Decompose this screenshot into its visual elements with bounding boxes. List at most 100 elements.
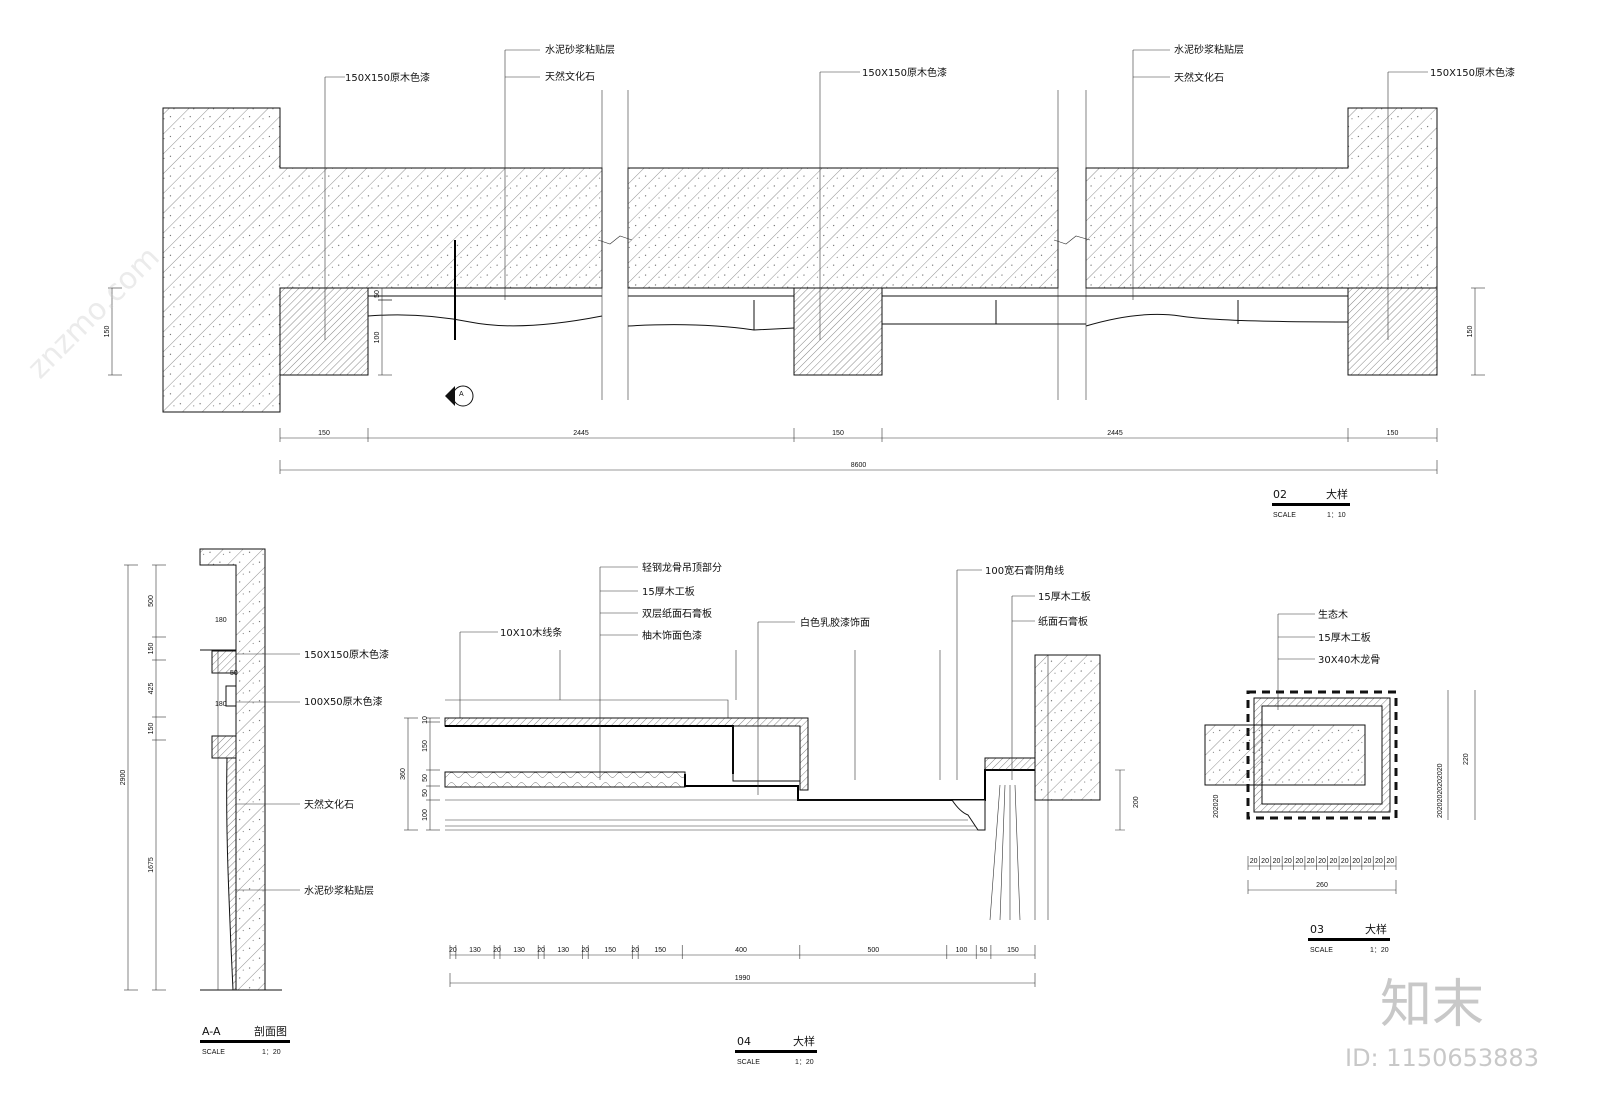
leader-lines [1277, 613, 1315, 710]
label-keel: 轻钢龙骨吊顶部分 [642, 561, 722, 574]
stone-cladding [226, 757, 237, 991]
scale-label: SCALE [1310, 947, 1333, 954]
dim-04-label: 20 [449, 947, 457, 954]
label-wood-right: 150X150原木色漆 [1430, 66, 1515, 79]
concrete-slab-right [1085, 107, 1438, 289]
break-lines [597, 90, 1091, 400]
dim-04-label: 150 [654, 947, 666, 954]
dim-aa-label: 150 [148, 643, 155, 655]
dim-04-label: 50 [980, 947, 988, 954]
dim-aa-label: 425 [148, 683, 155, 695]
leader-lines [460, 566, 1035, 795]
eco-wood-cladding [1246, 690, 1398, 820]
label-teak: 柚木饰面色漆 [642, 629, 702, 642]
dim-03-label: 20 [1284, 858, 1292, 865]
detail-02-plan: A 150X150原木色漆 水泥砂浆粘贴层 天然文化石 150X150原木色漆 … [104, 43, 1515, 519]
dim-04-label: 130 [513, 947, 525, 954]
dim-04-left-label: 50 [422, 774, 429, 782]
dim-04-label: 400 [735, 947, 747, 954]
title-block-02: 02 大样 SCALE 1：10 [1272, 487, 1350, 519]
label-mortar: 水泥砂浆粘贴层 [304, 884, 374, 897]
dim-02-label: 150 [1387, 430, 1399, 437]
title-number: 03 [1310, 923, 1324, 936]
dim-03-label: 20 [1295, 858, 1303, 865]
dim-03-label: 20 [1250, 858, 1258, 865]
dim-02-label: 2445 [1107, 430, 1123, 437]
label-wood-150: 150X150原木色漆 [304, 648, 389, 661]
label-wood-mid: 150X150原木色漆 [862, 66, 947, 79]
concrete-slab-left [162, 107, 603, 413]
label-board: 15厚木工板 [642, 585, 695, 598]
label-keel: 30X40木龙骨 [1318, 653, 1380, 666]
dim-aa-label: 150 [148, 723, 155, 735]
title-name: 大样 [793, 1034, 815, 1048]
dim-02-right-label: 150 [1467, 326, 1474, 338]
dim-03-label: 20 [1261, 858, 1269, 865]
wood-beam-right [1347, 287, 1438, 376]
concrete-beam [1204, 724, 1366, 786]
scale-label: SCALE [1273, 512, 1296, 519]
dim-03-label: 20 [1318, 858, 1326, 865]
title-block-04: 04 大样 SCALE 1：20 [735, 1034, 817, 1066]
dim-04-label: 130 [557, 947, 569, 954]
dim-03-total-label: 260 [1316, 882, 1328, 889]
dim-03-label: 20 [1307, 858, 1315, 865]
label-mortar-right: 水泥砂浆粘贴层 [1174, 43, 1244, 56]
label-mortar-left: 水泥砂浆粘贴层 [545, 43, 615, 56]
dim-aa-label: 500 [148, 595, 155, 607]
label-gypsum: 纸面石膏板 [1038, 615, 1088, 628]
dim-02-inner-label: 50 [374, 290, 381, 298]
scale-value: 1：10 [1327, 512, 1346, 519]
gypsum-cornice [951, 799, 986, 831]
scale-value: 1：20 [262, 1049, 281, 1056]
dim-02-label: 150 [832, 430, 844, 437]
teak-panel [444, 771, 686, 788]
dim-03-label: 20 [1352, 858, 1360, 865]
dim-02-label: 2445 [573, 430, 589, 437]
dim-right: 200 [1133, 796, 1140, 808]
dim-04-label: 100 [956, 947, 968, 954]
title-number: 04 [737, 1035, 751, 1048]
label-board: 15厚木工板 [1318, 631, 1371, 644]
wall-concrete [1034, 654, 1101, 801]
dim-right-total: 220 [1463, 753, 1470, 765]
label-stone-left: 天然文化石 [545, 70, 595, 83]
offset-dim: 180 [215, 617, 227, 624]
label-gypsum-double: 双层纸面石膏板 [642, 607, 712, 620]
dim-04-left-total-label: 360 [400, 768, 407, 780]
wood-beam-mid [793, 287, 883, 376]
label-board2: 15厚木工板 [1038, 590, 1091, 603]
label-wood-left: 150X150原木色漆 [345, 71, 430, 84]
dim-left-chain: 202020 [1213, 795, 1220, 818]
dim-02-left-label: 150 [104, 326, 111, 338]
stone-layer [367, 295, 1349, 331]
label-stone: 天然文化石 [304, 798, 354, 811]
label-wood-100: 100X50原木色漆 [304, 695, 383, 708]
wood-strip [225, 685, 237, 707]
scale-value: 1：20 [1370, 947, 1389, 954]
dim-04-label: 20 [493, 947, 501, 954]
scale-value: 1：20 [795, 1059, 814, 1066]
dim-04-left-label: 100 [422, 809, 429, 821]
title-name: 大样 [1365, 922, 1387, 936]
title-block-aa: A-A 剖面图 SCALE 1：20 [200, 1024, 290, 1056]
leader-lines [324, 49, 1428, 340]
dim-04-label: 150 [604, 947, 616, 954]
dim-04-left-label: 150 [422, 740, 429, 752]
section-marker: A [445, 385, 474, 407]
title-name: 剖面图 [254, 1024, 287, 1038]
offset-dim: 50 [230, 670, 238, 677]
label-cornice: 100宽石膏阴角线 [985, 564, 1064, 577]
offset-dim: 180 [215, 701, 227, 708]
dim-02-total-label: 8600 [851, 462, 867, 469]
section-marker-label: A [459, 391, 464, 398]
dim-04-label: 20 [537, 947, 545, 954]
wood-beam-lower [211, 735, 237, 759]
watermark-logo: 知末 [1380, 975, 1484, 1035]
wood-keel-box [732, 725, 801, 782]
detail-04-ceiling: 10X10木线条 轻钢龙骨吊顶部分 15厚木工板 双层纸面石膏板 柚木饰面色漆 … [400, 561, 1140, 1066]
concrete-slab-mid [627, 167, 1059, 289]
scale-label: SCALE [737, 1059, 760, 1066]
label-stone-right: 天然文化石 [1174, 71, 1224, 84]
